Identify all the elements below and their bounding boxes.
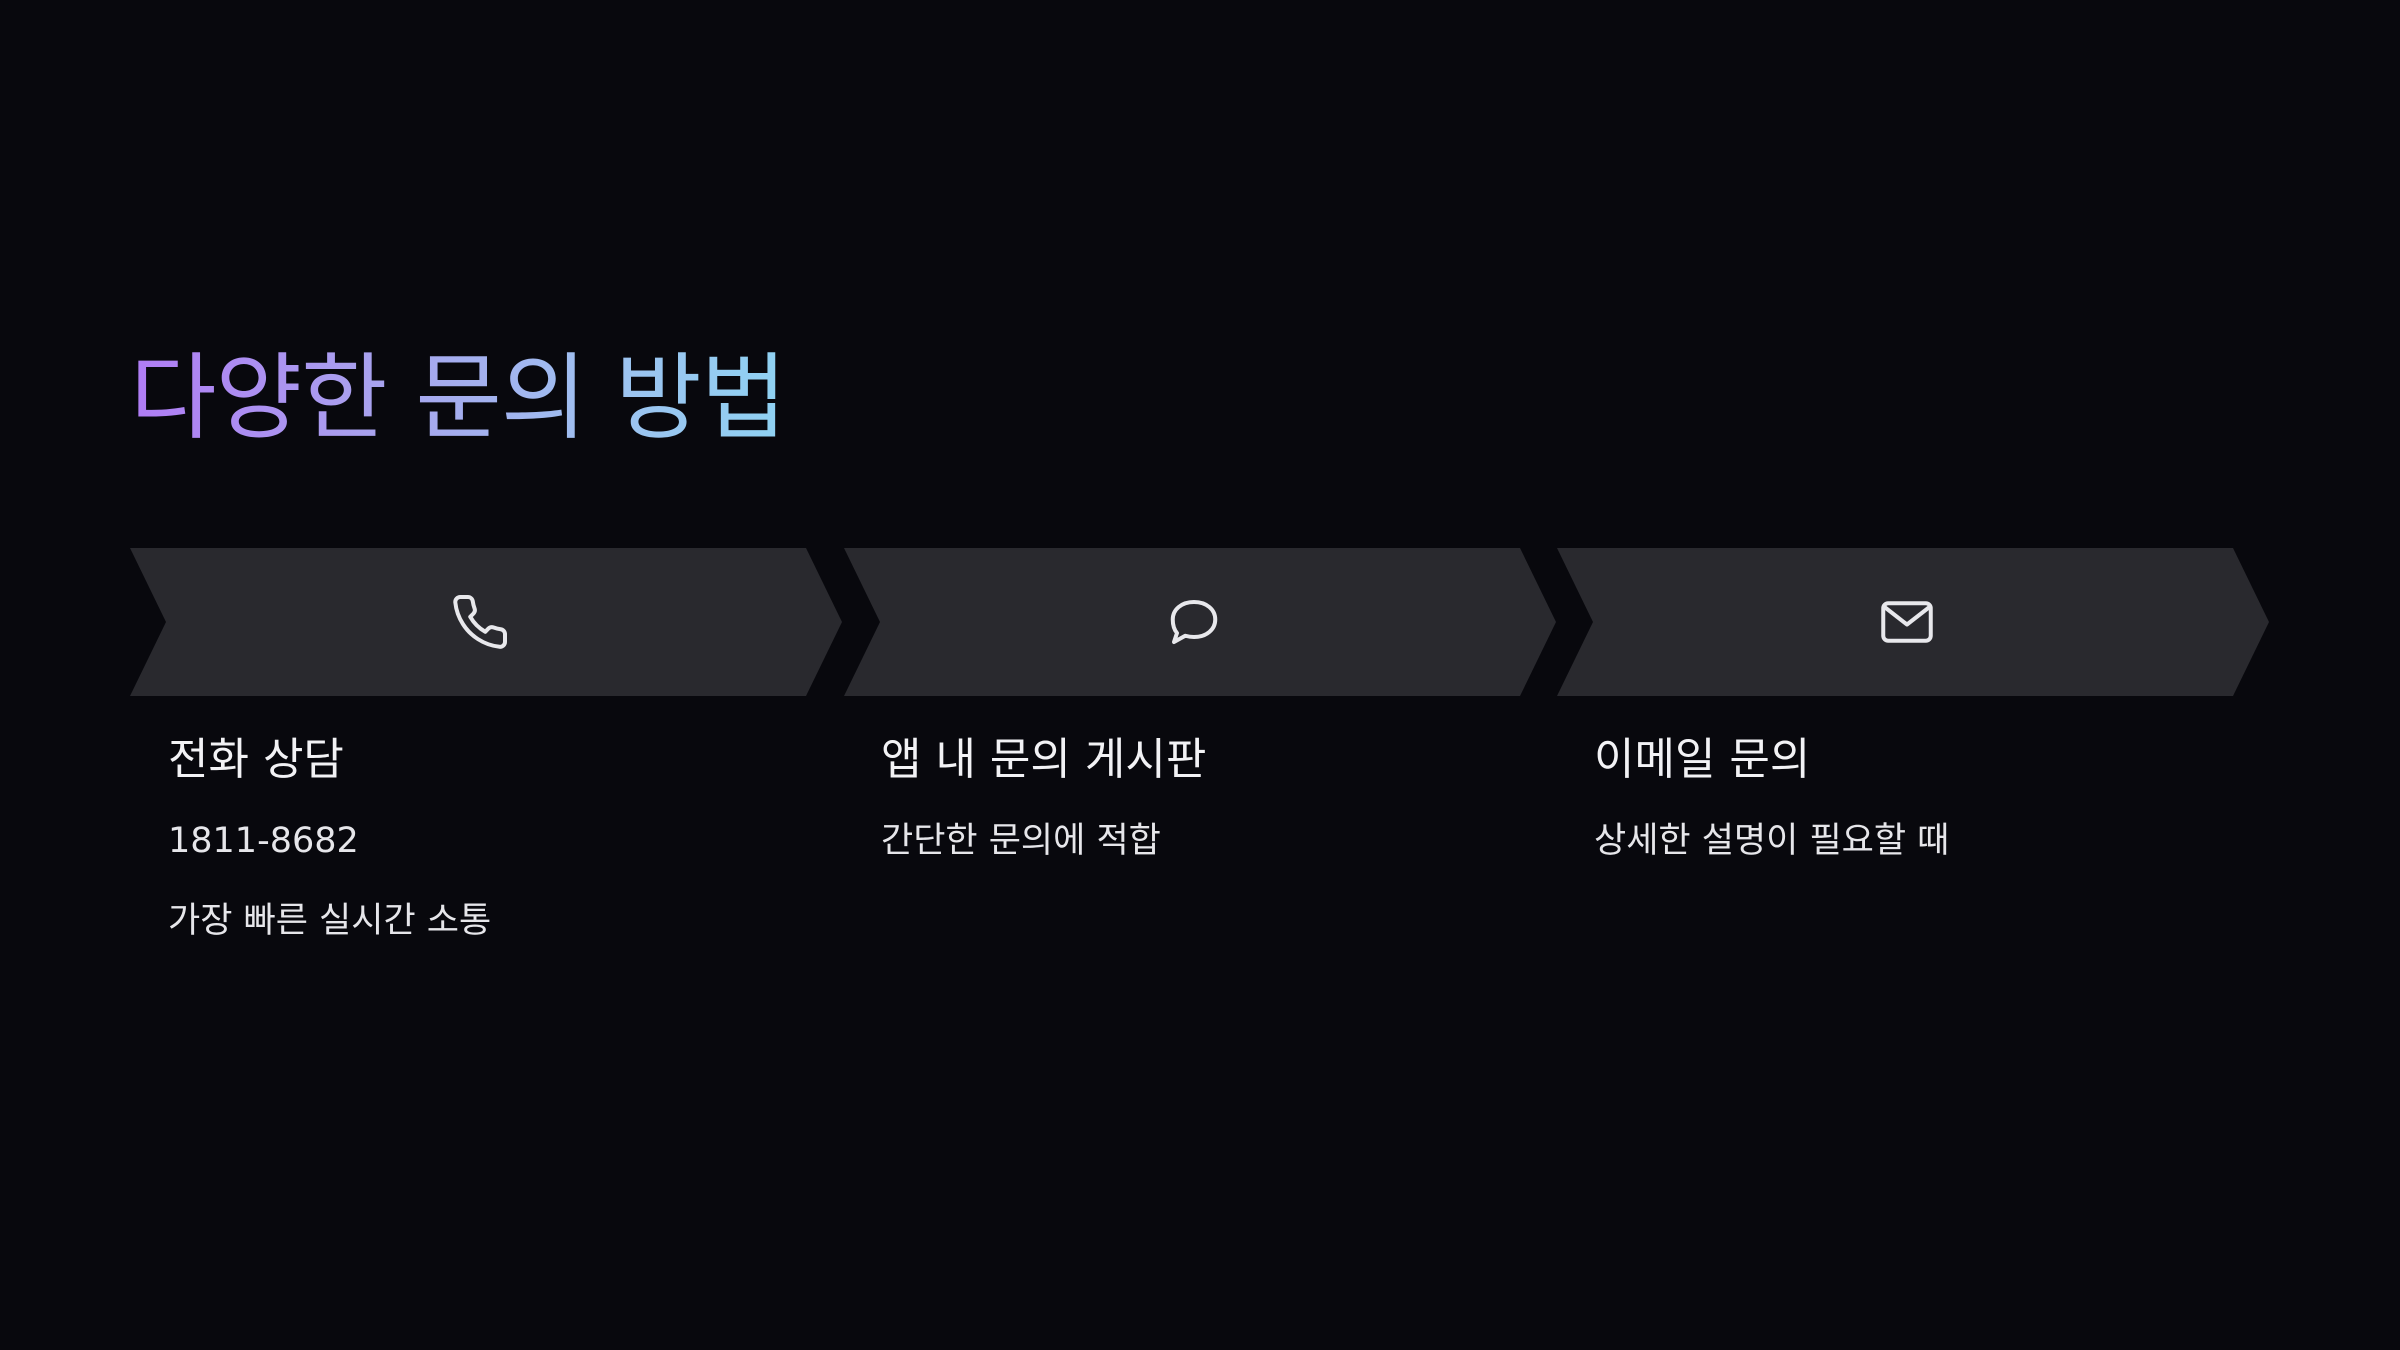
chevron-phone bbox=[130, 548, 842, 696]
method-description: 상세한 설명이 필요할 때 bbox=[1594, 821, 1950, 861]
method-description: 간단한 문의에 적합 bbox=[881, 821, 1161, 861]
chevron-shape bbox=[844, 548, 1556, 696]
phone-icon bbox=[450, 592, 510, 652]
method-title: 이메일 문의 bbox=[1594, 734, 1811, 785]
method-title: 전화 상담 bbox=[168, 734, 344, 785]
method-board: 앱 내 문의 게시판 간단한 문의에 적합 bbox=[881, 730, 1541, 866]
chevron-board bbox=[844, 548, 1556, 696]
method-description: 가장 빠른 실시간 소통 bbox=[168, 901, 492, 941]
mail-icon bbox=[1877, 592, 1937, 652]
method-phone: 전화 상담 1811-8682 가장 빠른 실시간 소통 bbox=[168, 730, 828, 946]
chevron-shape bbox=[130, 548, 842, 696]
phone-number: 1811-8682 bbox=[168, 821, 359, 861]
chat-bubble-icon bbox=[1164, 592, 1224, 652]
page-title: 다양한 문의 방법 bbox=[130, 344, 787, 453]
chevron-email bbox=[1557, 548, 2269, 696]
method-email: 이메일 문의 상세한 설명이 필요할 때 bbox=[1594, 730, 2254, 866]
method-title: 앱 내 문의 게시판 bbox=[881, 734, 1207, 785]
